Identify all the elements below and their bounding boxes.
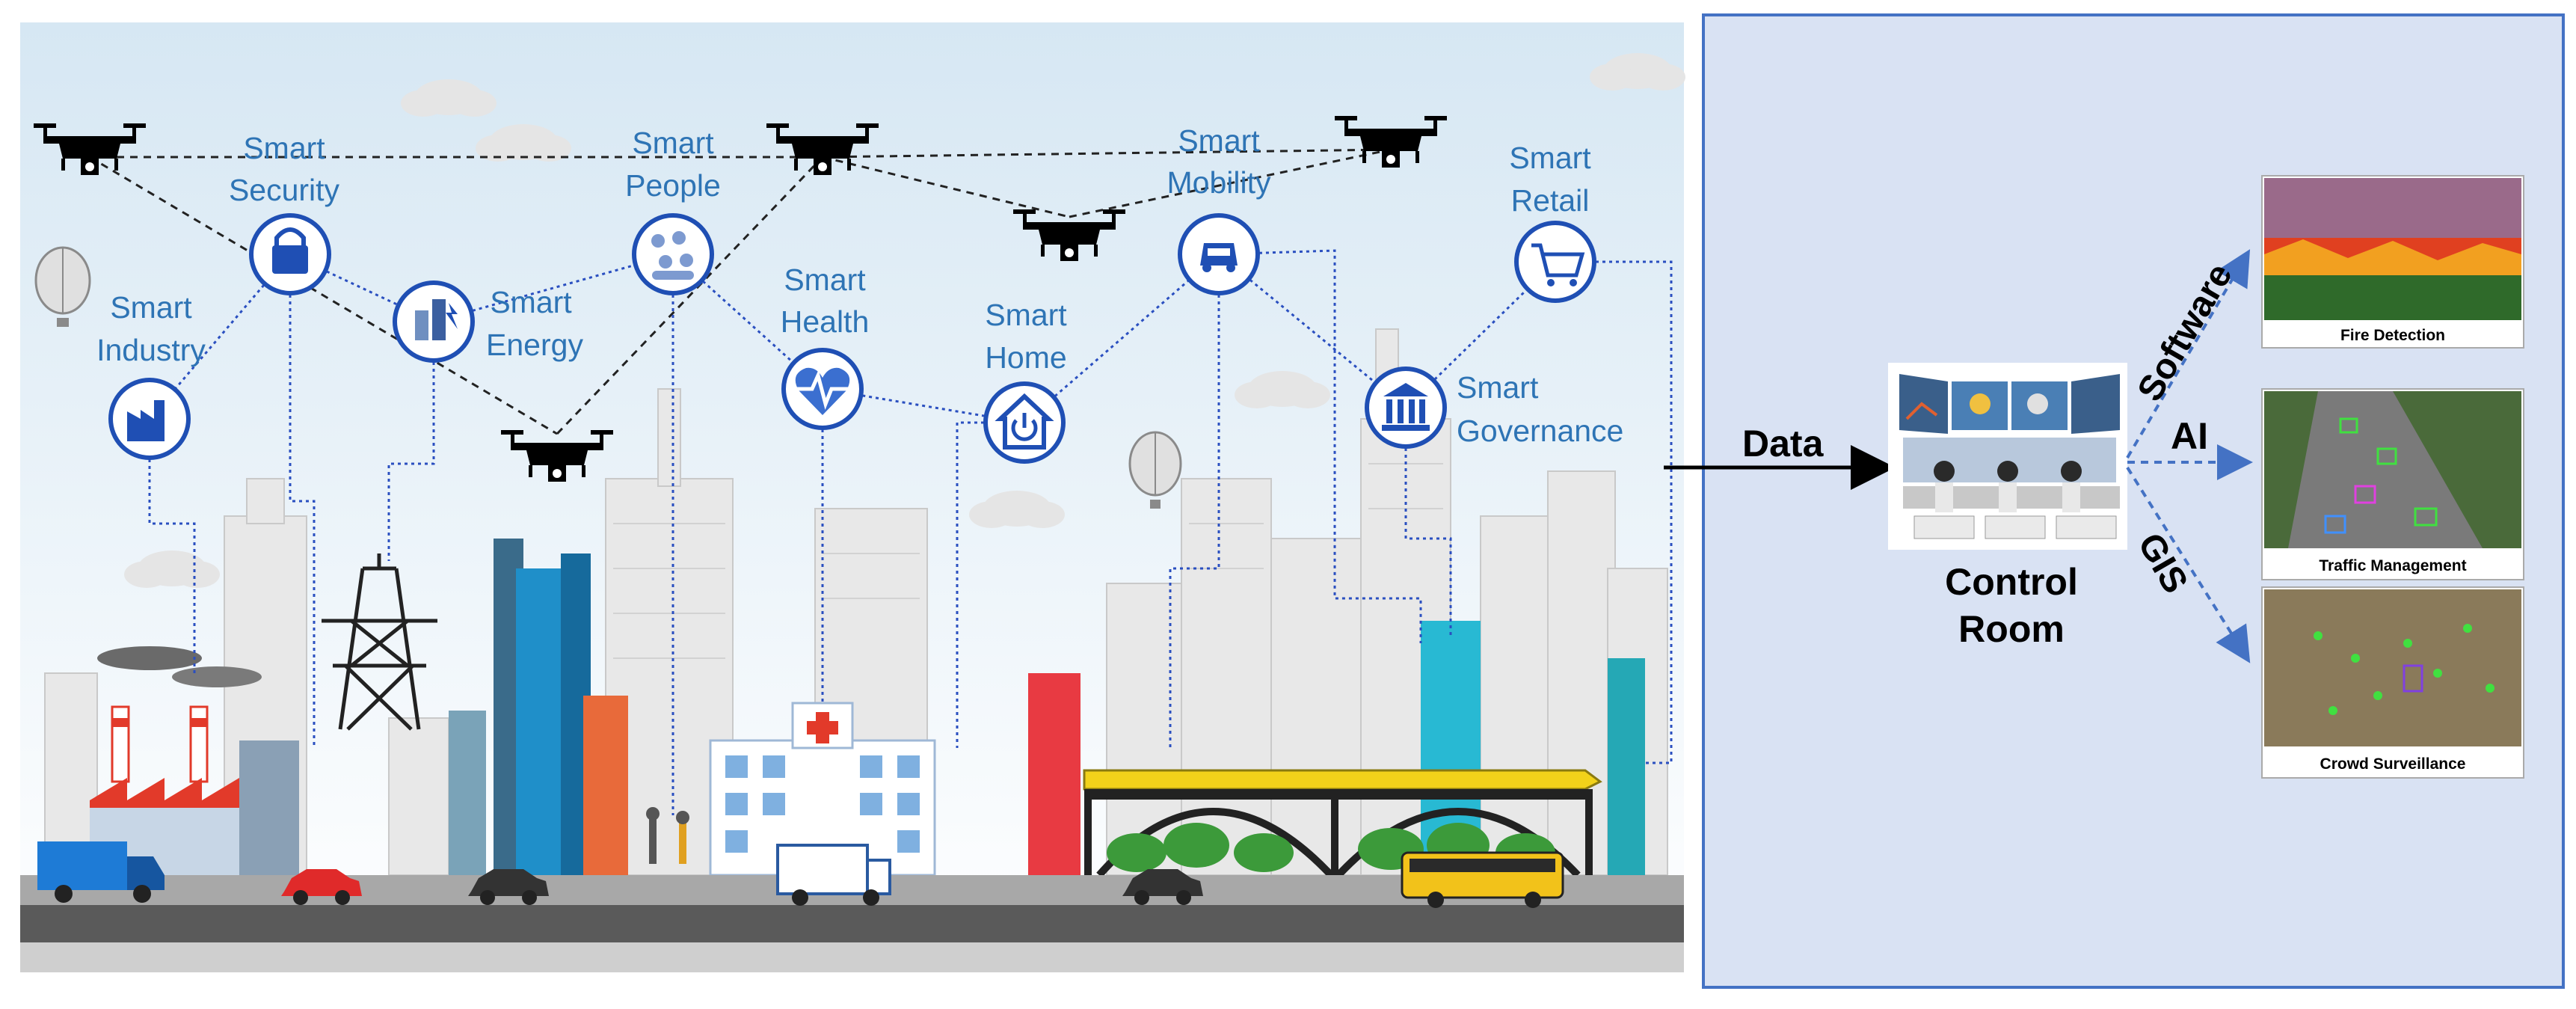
control-room-illustration xyxy=(1888,363,2127,550)
smart-node-health: Smart Health xyxy=(781,263,870,430)
smart-mobility-label-line1: Smart xyxy=(1178,123,1260,158)
smart-health-label-line1: Smart xyxy=(784,263,866,297)
crowd-surveillance-caption: Crowd Surveillance xyxy=(2320,755,2466,773)
traffic-management-caption: Traffic Management xyxy=(2319,557,2466,574)
smart-node-people: Smart People xyxy=(625,126,721,295)
control-room-label-line1: Control xyxy=(1945,561,2078,603)
people-icon xyxy=(632,213,714,295)
smart-node-mobility: Smart Mobility xyxy=(1167,123,1271,295)
balloon-icon xyxy=(34,246,91,327)
ambulance xyxy=(776,844,891,906)
smart-governance-label-line2: Governance xyxy=(1457,414,1623,448)
smart-governance-label-line1: Smart xyxy=(1457,370,1539,405)
fire-detection-caption: Fire Detection xyxy=(2340,327,2445,344)
smart-city-illustration: Smart Security Smart Industry Smart Ener… xyxy=(20,22,1685,972)
smart-people-label-line1: Smart xyxy=(632,126,714,160)
smart-industry-label-line1: Smart xyxy=(110,290,192,325)
smart-energy-label-line2: Energy xyxy=(486,328,583,362)
smart-people-label-line2: People xyxy=(625,168,721,203)
pedestrians xyxy=(646,807,689,864)
processing-panel: Data Control Room Softw xyxy=(1664,13,2565,989)
control-room-label-line2: Room xyxy=(1958,608,2065,650)
smart-health-label-line2: Health xyxy=(781,304,870,339)
smart-node-home: Smart Home xyxy=(983,298,1067,464)
crowd-surveillance-output: Crowd Surveillance xyxy=(2261,586,2524,779)
ai-branch-label: AI xyxy=(2171,415,2208,457)
power-pylon xyxy=(322,553,437,731)
smart-node-industry: Smart Industry xyxy=(96,290,206,460)
smart-home-label-line2: Home xyxy=(985,340,1066,375)
road xyxy=(20,905,1684,942)
traffic-management-output: Traffic Management xyxy=(2261,388,2524,580)
smart-mobility-label-line2: Mobility xyxy=(1167,165,1271,200)
smart-industry-label-line2: Industry xyxy=(96,333,206,367)
smart-home-label-line1: Smart xyxy=(985,298,1067,332)
delivery-truck xyxy=(37,841,165,903)
smart-retail-label-line1: Smart xyxy=(1509,141,1591,175)
smart-energy-label-line1: Smart xyxy=(490,285,572,319)
cart-icon xyxy=(1514,221,1596,303)
curb xyxy=(20,942,1684,972)
drone-links xyxy=(89,148,1392,435)
balloon-icon xyxy=(1128,431,1182,509)
data-label: Data xyxy=(1742,423,1825,464)
smart-node-energy: Smart Energy xyxy=(393,280,583,363)
fire-detection-output: Fire Detection xyxy=(2261,175,2524,349)
smart-node-security: Smart Security xyxy=(229,131,340,295)
smart-node-governance: Smart Governance xyxy=(1365,367,1623,449)
smart-security-label-line1: Smart xyxy=(243,131,325,165)
smart-node-retail: Smart Retail xyxy=(1509,141,1596,303)
smart-security-label-line2: Security xyxy=(229,173,340,207)
bus xyxy=(1401,851,1564,908)
bank-icon xyxy=(1365,367,1447,449)
smart-retail-label-line2: Retail xyxy=(1511,183,1590,218)
branch-arrows xyxy=(2126,249,2253,663)
